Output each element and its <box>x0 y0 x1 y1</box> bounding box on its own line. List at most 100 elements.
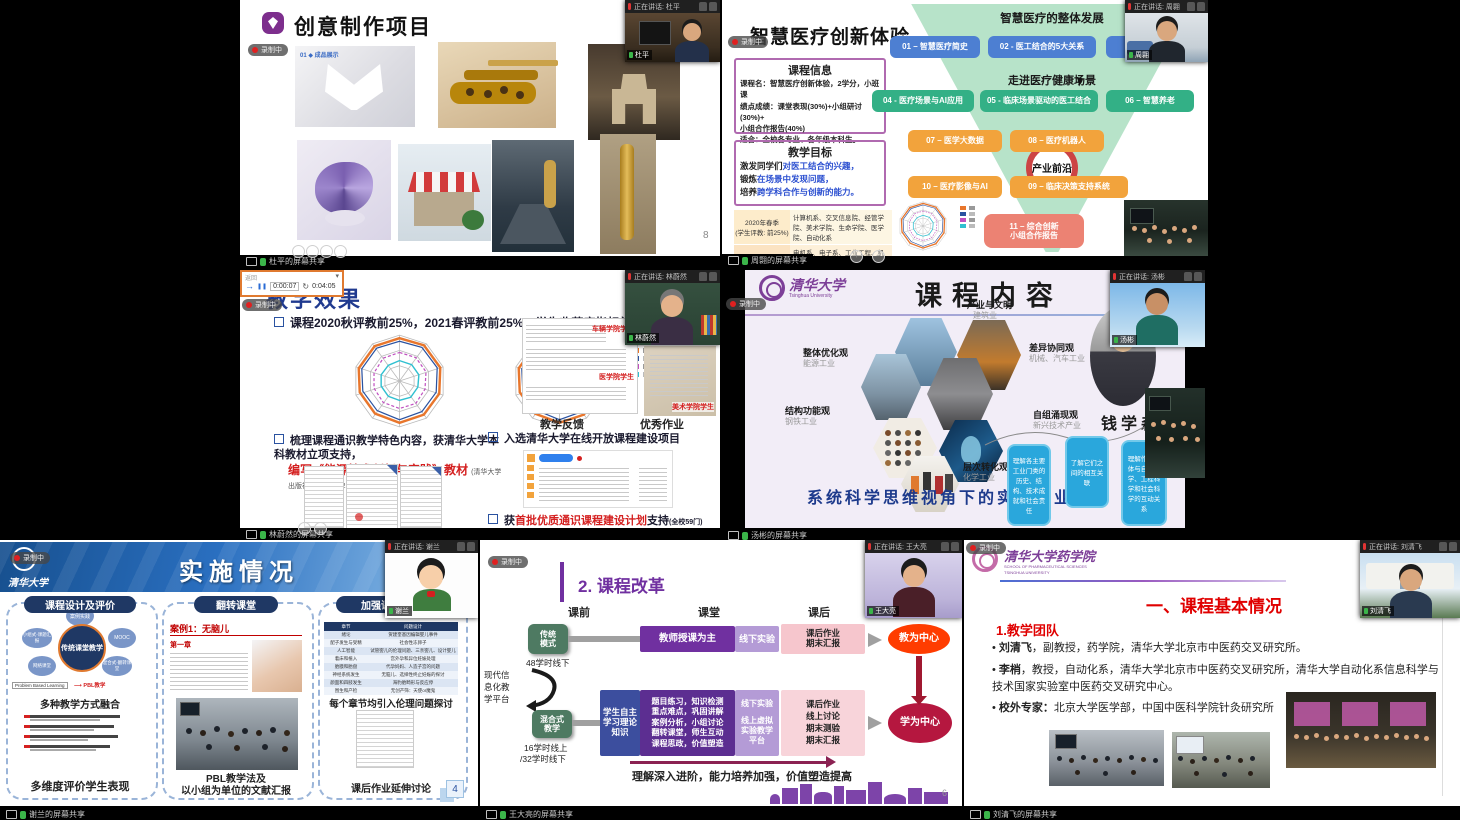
goal-line: 锻炼在场景中发现问题， <box>740 174 834 185</box>
speaker-video-thumbnail[interactable]: 正在讲话: 刘清飞 刘清飞 <box>1360 540 1460 618</box>
course-info-box: 课程信息 课程名：智慧医疗创新体验，2学分，小班课 绩点成绩：课堂表现(30%)… <box>734 58 886 144</box>
replay-icon[interactable]: ↻ <box>302 281 310 291</box>
raise-hand-icons[interactable] <box>699 2 717 11</box>
platform-label: 现代信息化教学平台 <box>484 670 510 704</box>
bottom-caption: 多维度评价学生表现 <box>30 781 130 793</box>
vertical-arrow-line <box>916 656 922 698</box>
speaker-video-thumbnail[interactable]: 正在讲话: 林蔚然 林蔚然 <box>625 270 720 345</box>
hand-icon <box>709 272 717 281</box>
seminar-photo <box>1172 732 1270 788</box>
video-feed: 周翾 <box>1125 13 1208 62</box>
share-bar-label: 杜平的屏幕共享 <box>269 257 325 266</box>
annotation-circle-icon[interactable] <box>320 245 333 258</box>
school-name: 清华大学药学院 <box>1004 550 1096 565</box>
bullet-square-icon <box>274 317 284 327</box>
recording-badge: 录制中 <box>728 36 768 48</box>
video-feed: 杜平 <box>625 13 720 62</box>
raise-hand-icons[interactable] <box>941 542 959 551</box>
arrow-right-icon <box>868 633 882 647</box>
industry-circle-label: 产业前沿 <box>1032 164 1072 175</box>
presenter-icon <box>742 531 748 540</box>
raise-hand-icons[interactable] <box>699 272 717 281</box>
progress-arrow-head <box>826 756 836 768</box>
awning-shape <box>408 172 480 192</box>
speaker-video-thumbnail[interactable]: 正在讲话: 谢兰 谢兰 <box>385 540 478 618</box>
skyline-graphic <box>770 780 960 804</box>
emblem-inner-ring <box>979 553 995 569</box>
person-head <box>1146 293 1168 315</box>
craft-photo-airplane <box>438 42 556 128</box>
header-gradient-line <box>1000 580 1286 582</box>
mic-on-icon <box>1129 52 1133 58</box>
university-name: 清华大学 <box>789 278 845 294</box>
hex-photo-cityscape <box>861 354 921 420</box>
speaker-video-thumbnail[interactable]: 正在讲话: 王大亮 王大亮 <box>865 540 962 618</box>
node-circle: 小组式-课题汇报 <box>22 628 52 648</box>
raise-hand-icons[interactable] <box>1439 542 1457 551</box>
zoom-out-icon[interactable]: − <box>872 250 885 263</box>
table-row: 着床和植入宫外孕和异位妊娠处理 <box>324 655 458 663</box>
total-time: 0:04:05 <box>312 282 336 290</box>
evaluation-table: 2020年春季(学生评教: 前25%) 计算机系、交叉信息院、经管学院、美术学院… <box>734 210 892 256</box>
hex-label: 差异协同观 <box>1029 343 1075 353</box>
offline-exp-box: 线下实验 <box>735 626 779 652</box>
page-number: 6 <box>942 788 948 798</box>
screen-share-panel-basic: 清华大学药学院 SCHOOL OF PHARMACEUTICAL SCIENCE… <box>964 540 1460 820</box>
pause-icon[interactable]: ❚❚ <box>257 283 268 290</box>
hand-icon <box>941 542 949 551</box>
connector-line <box>568 636 640 642</box>
recording-dot-icon <box>730 301 736 307</box>
ai-face-shape <box>961 436 981 464</box>
person-head <box>1400 569 1422 591</box>
folder-icon <box>527 454 535 462</box>
speaker-video-thumbnail[interactable]: 正在讲话: 汤彬 汤彬 <box>1110 270 1205 347</box>
speaker-video-thumbnail[interactable]: 正在讲话: 杜平 杜平 <box>625 0 720 62</box>
online-course-screenshot <box>523 450 673 508</box>
hex-sublabel: 能源工业 <box>803 359 835 368</box>
skip-icon[interactable]: → <box>245 281 254 291</box>
hex-sublabel: 新兴技术产业 <box>1033 421 1081 430</box>
raise-hand-icons[interactable] <box>457 542 475 551</box>
share-bar: 刘清飞的屏幕共享 <box>964 808 1063 820</box>
back-button[interactable]: 返回 <box>245 276 258 282</box>
case-label: 案例1：无脑儿 <box>170 624 230 634</box>
annotation-circle-icon[interactable] <box>314 522 327 535</box>
page-number: 4 <box>446 780 464 798</box>
participant-name: 谢兰 <box>395 608 409 615</box>
playback-control[interactable]: 返回 ▾ → ❚❚ 0:00:07 ↻ 0:04:05 <box>240 270 344 297</box>
person-name: 钱学森 <box>1101 414 1162 433</box>
slide-edge-line <box>1442 596 1443 796</box>
annotation-circle-icon[interactable] <box>292 245 305 258</box>
case-photo <box>252 640 302 692</box>
stage-screens <box>1294 702 1330 726</box>
slide-subtitle: 系统科学思维视角下的实体产业 <box>807 488 1074 507</box>
goal-title: 教学目标 <box>788 147 832 159</box>
mic-on-icon <box>1364 608 1368 614</box>
speaker-video-thumbnail[interactable]: 正在讲话: 周翾 周翾 <box>1125 0 1208 62</box>
share-bar-label: 刘清飞的屏幕共享 <box>993 810 1057 819</box>
zoom-in-icon[interactable]: + <box>850 250 863 263</box>
annotation-circle-icon[interactable] <box>306 245 319 258</box>
hand-icon <box>699 272 707 281</box>
caret-down-icon[interactable]: ▾ <box>335 273 339 280</box>
homework-document <box>356 710 414 768</box>
raise-hand-icons[interactable] <box>1187 2 1205 11</box>
hand-icon <box>1187 2 1195 11</box>
mic-icon <box>1363 543 1366 550</box>
raise-hand-icons[interactable] <box>1184 272 1202 281</box>
crowd-heads <box>1294 734 1299 739</box>
section-heading: 1.教学团队 <box>996 623 1059 638</box>
annotation-circle-icon[interactable] <box>298 522 311 535</box>
annotation-circle-icon[interactable] <box>334 245 347 258</box>
header-divider <box>745 314 1185 316</box>
person-torso <box>1149 41 1185 62</box>
sculpture-swirl-shape <box>315 162 373 214</box>
recording-dot-icon <box>492 559 498 565</box>
info-line: 适合：全校各专业、各年级本科生。 <box>740 135 860 145</box>
curved-arrow-icon <box>526 668 557 712</box>
bottom-caption: 理解深入进阶，能力培养加强，价值塑造提高 <box>632 771 852 783</box>
table-row: 人工智能试管婴儿的伦理问题、三亲婴儿、设计婴儿 <box>324 647 458 655</box>
craft-photo-street <box>492 140 574 252</box>
recording-badge: 录制中 <box>10 552 50 564</box>
